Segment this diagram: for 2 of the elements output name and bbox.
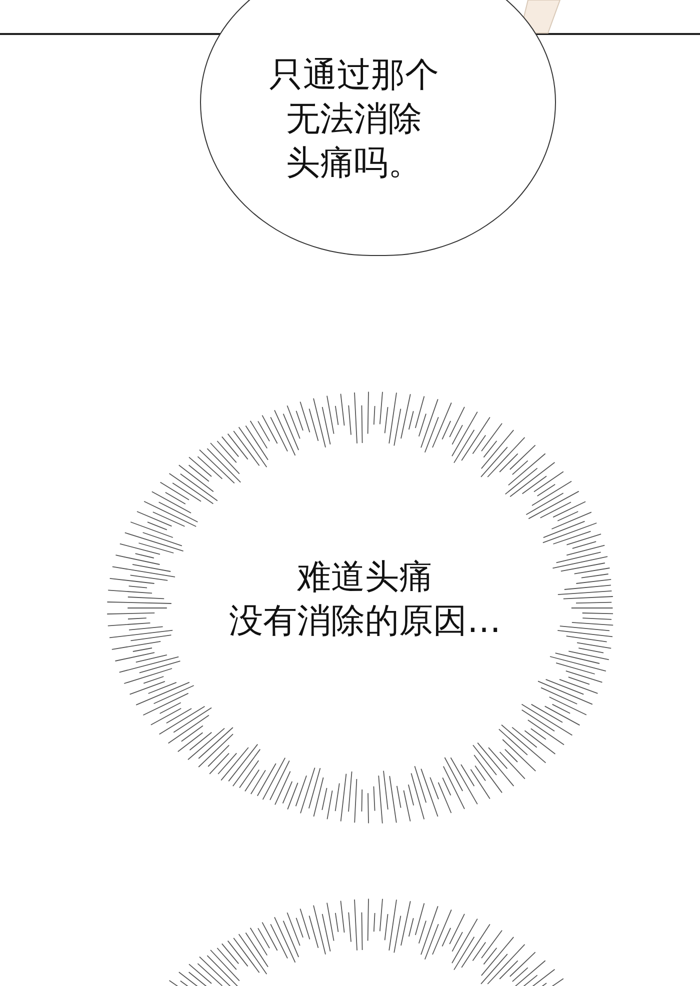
bubble-text: 只通过那个无法消除头痛吗。 bbox=[269, 54, 439, 185]
bubble-text: 难道头痛没有消除的原因… bbox=[229, 556, 501, 643]
